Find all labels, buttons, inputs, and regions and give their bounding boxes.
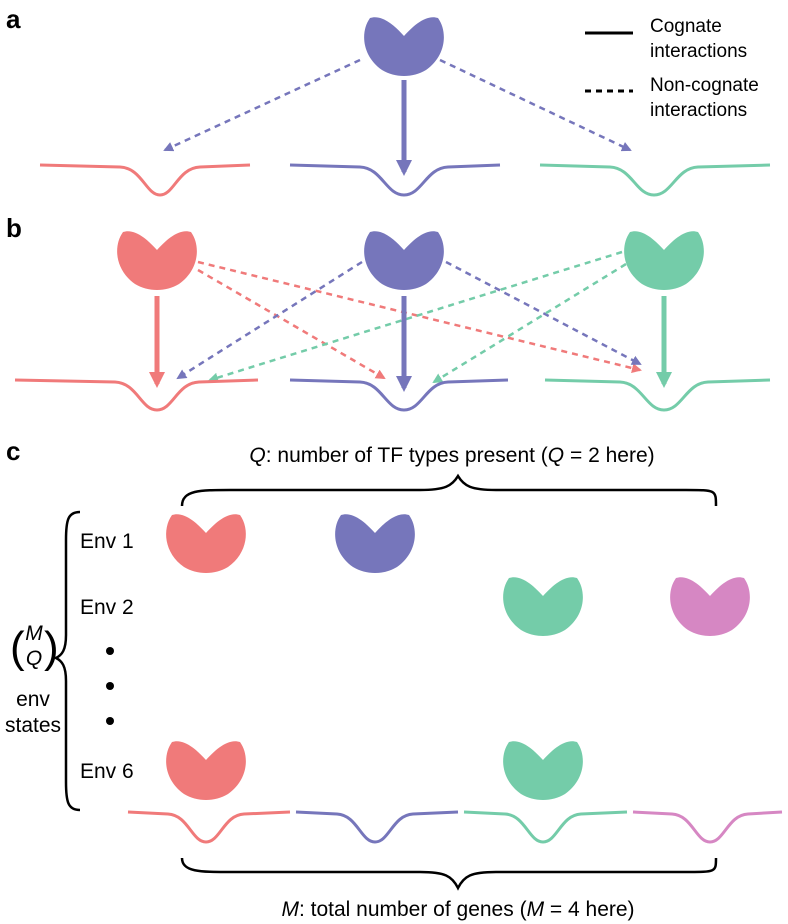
m-label-eq-text: = 4 here) <box>544 898 634 921</box>
env-brace <box>53 510 81 812</box>
legend-noncognate-line1: Non-cognate <box>650 75 759 96</box>
m-label: M: total number of genes (M = 4 here) <box>281 898 634 921</box>
gene-red-c <box>127 810 291 844</box>
tf-green-b <box>624 231 704 290</box>
tf-blue-a <box>364 17 444 76</box>
gene-red-a <box>39 163 251 197</box>
q-label-text: : number of TF types present ( <box>266 444 548 467</box>
panel-label-c: c <box>6 436 20 466</box>
legend-cognate-line2: interactions <box>650 41 747 62</box>
m-label-eq-var: M <box>527 898 545 921</box>
panel-label-b: b <box>6 213 22 243</box>
arrow-red-to-green <box>197 260 642 373</box>
arrow-blue-to-red <box>176 260 363 380</box>
gene-red-b <box>14 378 259 412</box>
tf-green-env6 <box>503 741 583 800</box>
env-6-label: Env 6 <box>80 760 134 783</box>
ellipsis-dot <box>106 717 114 725</box>
arrow-green-to-red <box>208 250 623 383</box>
tf-blue-b <box>364 231 444 290</box>
panel-label-a: a <box>6 4 21 34</box>
tf-red-env1 <box>166 514 246 573</box>
arrow-red-to-blue <box>197 268 386 380</box>
m-label-var: M <box>281 898 299 921</box>
legend-cognate-line1: Cognate <box>650 16 722 37</box>
ellipsis-dot <box>106 682 114 690</box>
q-brace <box>180 473 718 507</box>
m-label-text: : total number of genes ( <box>299 898 527 921</box>
gene-green-b <box>544 378 771 412</box>
binom-right-paren: ) <box>44 623 59 672</box>
gene-pink-c <box>632 810 783 844</box>
arrow-noncognate-right <box>439 58 632 152</box>
tf-red-env6 <box>166 741 246 800</box>
tf-red-b <box>117 231 197 290</box>
arrow-noncognate-left <box>163 58 361 152</box>
env-1-label: Env 1 <box>80 530 134 553</box>
gene-blue-b <box>289 378 509 412</box>
q-label-var: Q <box>249 444 265 467</box>
arrow-green-to-blue <box>432 262 627 384</box>
m-brace <box>180 857 718 891</box>
gene-green-a <box>539 163 771 197</box>
arrow-blue-to-green <box>445 260 642 366</box>
tf-pink-env2 <box>670 577 750 636</box>
binom-bottom: Q <box>26 647 42 670</box>
tf-blue-env1 <box>335 514 415 573</box>
q-label: Q: number of TF types present (Q = 2 her… <box>249 444 654 467</box>
q-label-eq-text: = 2 here) <box>564 444 654 467</box>
q-label-eq-var: Q <box>548 444 564 467</box>
gene-blue-c <box>295 810 459 844</box>
env-2-label: Env 2 <box>80 596 134 619</box>
gene-green-c <box>463 810 628 844</box>
binom-caption-env: env <box>16 688 50 711</box>
binom-left-paren: ( <box>10 623 25 672</box>
legend-noncognate-line2: interactions <box>650 100 747 121</box>
binom-top: M <box>25 622 43 645</box>
ellipsis-dot <box>106 647 114 655</box>
gene-blue-a <box>289 163 501 197</box>
binom-caption-states: states <box>5 714 61 737</box>
tf-green-env2 <box>503 577 583 636</box>
